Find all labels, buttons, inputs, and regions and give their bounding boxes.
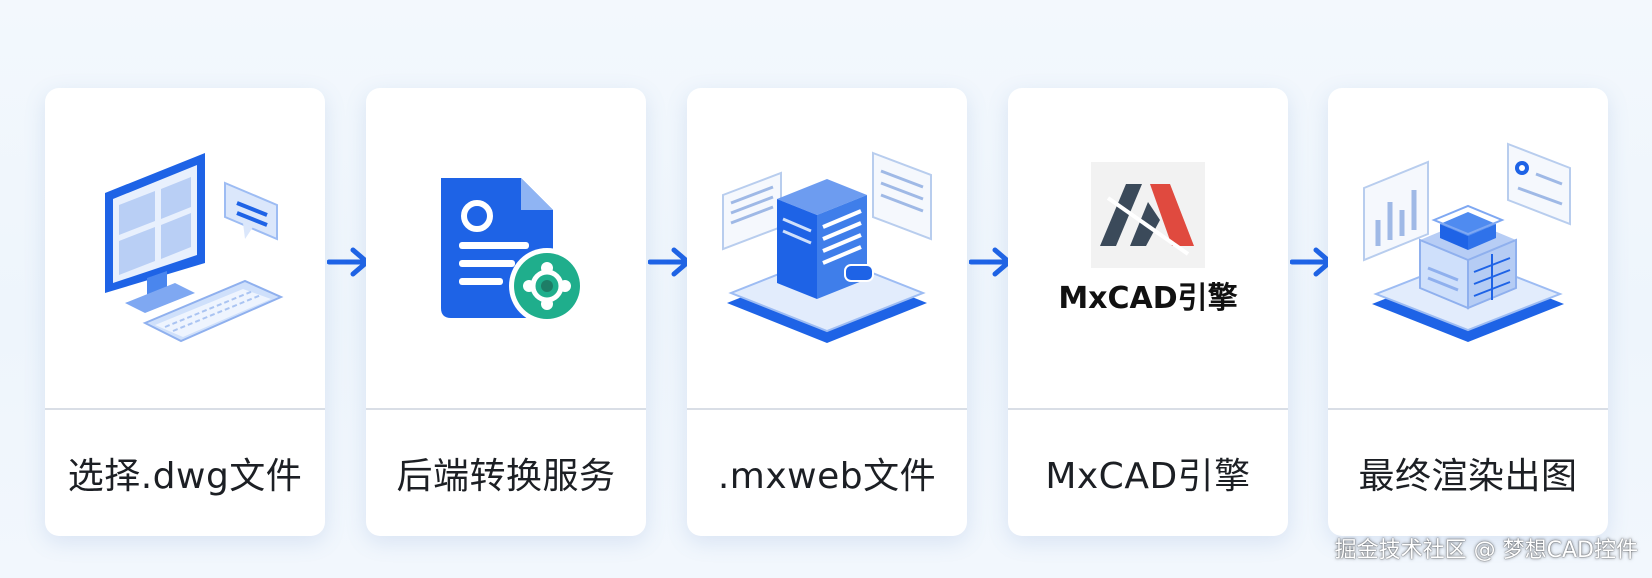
step-card-backend-convert: 后端转换服务 (366, 88, 646, 536)
card-divider (1328, 408, 1608, 410)
server-file-icon (722, 151, 932, 343)
render-output-icon (1363, 142, 1571, 342)
mxcad-logo-icon: MxCAD引擎 (1058, 162, 1238, 316)
step-label: .mxweb文件 (717, 456, 937, 497)
card-divider (45, 408, 325, 410)
document-convert-icon (441, 178, 585, 324)
step-card-mxcad-engine: MxCAD引擎 MxCAD引擎 (1008, 88, 1288, 536)
card-divider (366, 408, 646, 410)
step-label: 最终渲染出图 (1358, 456, 1578, 497)
step-card-select-dwg: 选择.dwg文件 (45, 88, 325, 536)
card-divider (687, 408, 967, 410)
watermark: 掘金技术社区 @ 梦想CAD控件 (1334, 538, 1638, 563)
card-divider (1008, 408, 1288, 410)
step-label: MxCAD引擎 (1045, 456, 1251, 497)
step-card-final-render: 最终渲染出图 (1328, 88, 1608, 536)
computer-icon (105, 153, 284, 343)
step-label: 后端转换服务 (396, 456, 616, 497)
step-card-mxweb-file: .mxweb文件 (687, 88, 967, 536)
step-label: 选择.dwg文件 (67, 456, 303, 497)
mxcad-logo-text: MxCAD引擎 (1058, 281, 1237, 316)
